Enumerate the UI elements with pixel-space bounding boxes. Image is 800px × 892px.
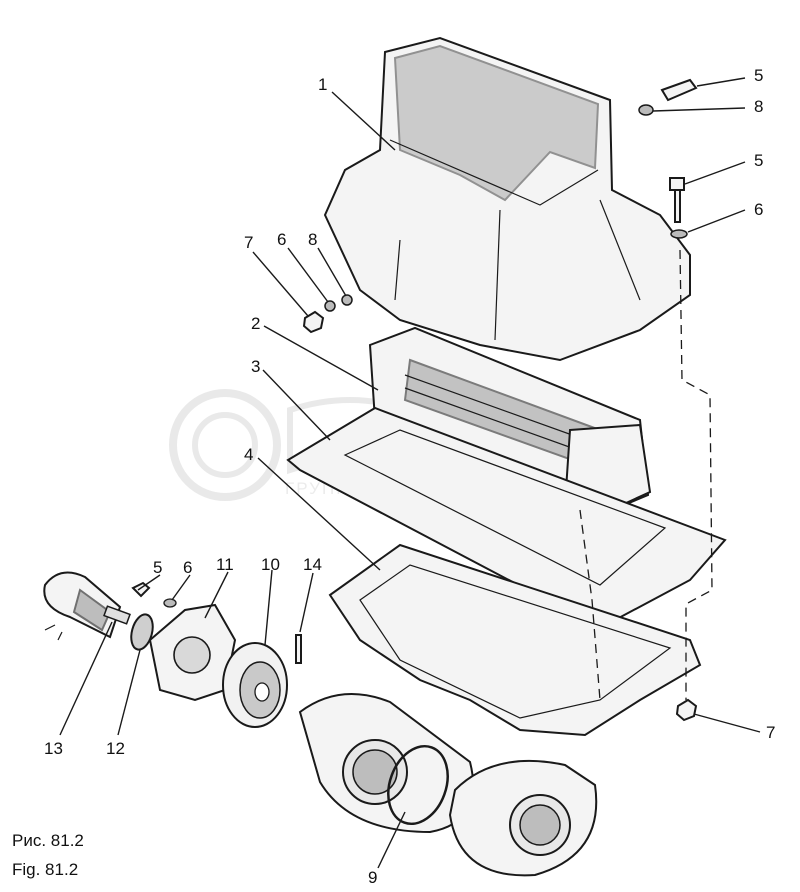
motor	[43, 571, 131, 641]
callout-14: 14	[303, 555, 322, 574]
upper-housing	[323, 36, 691, 362]
fasteners	[131, 78, 698, 722]
callout-12: 12	[106, 739, 125, 758]
gasket	[286, 406, 727, 630]
fan-wheel	[222, 642, 288, 728]
callout-5-right: 5	[754, 151, 763, 170]
callout-8-top: 8	[754, 97, 763, 116]
caption-en: Fig. 81.2	[12, 860, 78, 879]
o-ring	[387, 744, 449, 826]
callout-10: 10	[261, 555, 280, 574]
callout-5-top: 5	[754, 66, 763, 85]
callout-6-right: 6	[754, 200, 763, 219]
callout-7-left: 7	[244, 233, 253, 252]
callout-6-left: 6	[277, 230, 286, 249]
callout-4: 4	[244, 445, 253, 464]
callout-1: 1	[318, 75, 327, 94]
callout-2: 2	[251, 314, 260, 333]
caption-ru: Рис. 81.2	[12, 831, 84, 850]
figure-caption: Рис. 81.2 Fig. 81.2	[12, 831, 84, 879]
lower-housing	[298, 543, 702, 877]
callout-9: 9	[368, 868, 377, 887]
callout-7-right: 7	[766, 723, 775, 742]
callout-11: 11	[216, 555, 234, 574]
callout-3: 3	[251, 357, 260, 376]
callout-8-left: 8	[308, 230, 317, 249]
leader-lines	[59, 77, 761, 869]
callout-6-lower: 6	[183, 558, 192, 577]
callout-labels: 1 5 8 5 6 7 6 8 2 3 4 5 6 11 10 14 13 12…	[44, 66, 775, 887]
callout-13: 13	[44, 739, 63, 758]
seal-ring	[130, 613, 154, 651]
alignment-line-right	[679, 249, 713, 700]
alignment-line-center	[579, 509, 601, 701]
callout-5-left: 5	[153, 558, 162, 577]
